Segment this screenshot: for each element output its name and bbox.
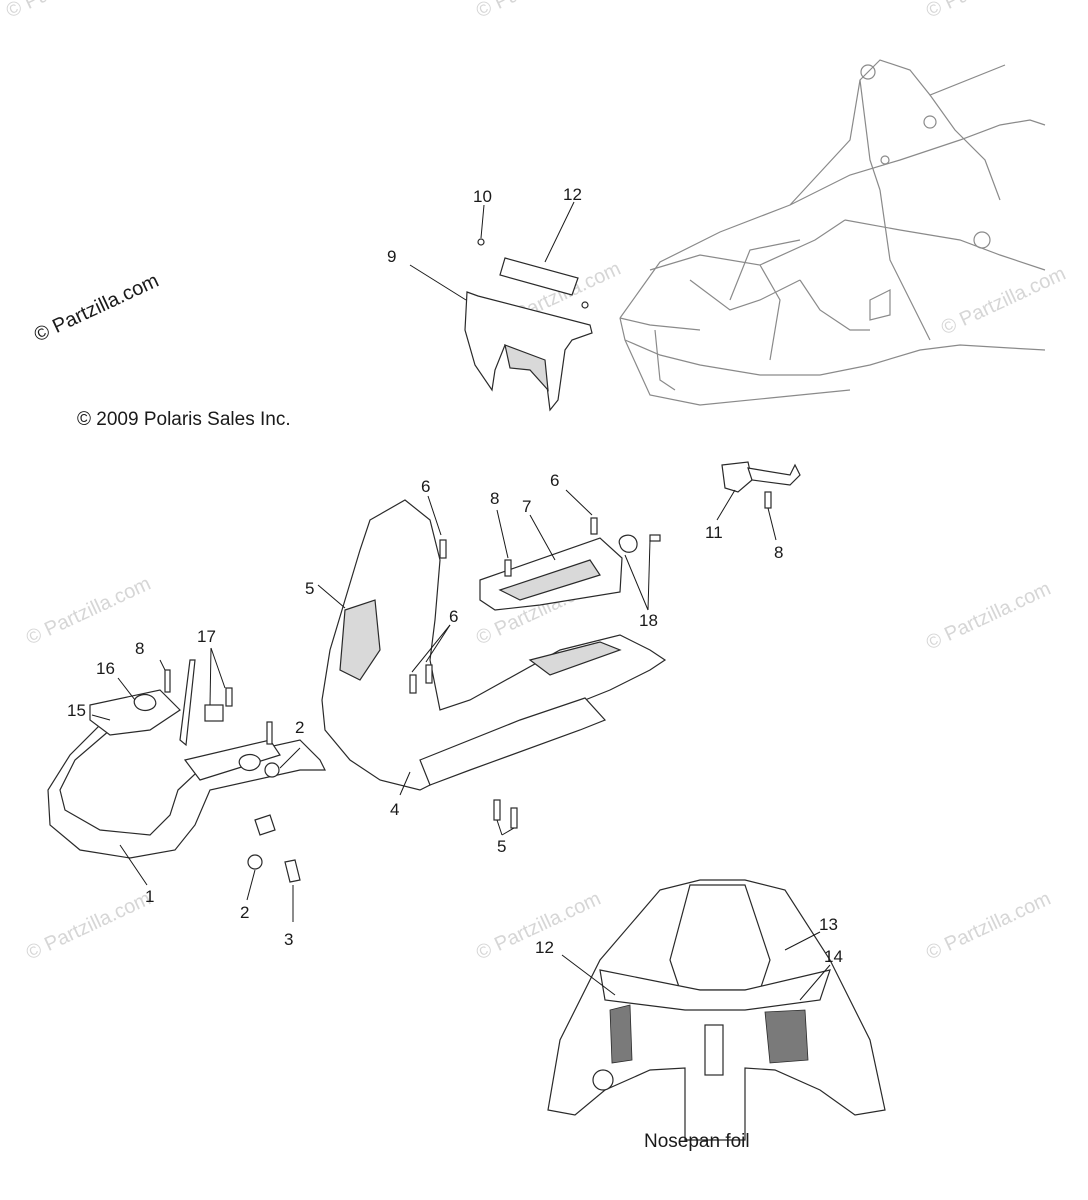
part-11-bracket (721, 461, 801, 509)
callout-8: 8 (774, 543, 783, 562)
callout-18: 18 (639, 611, 658, 630)
callout-4: 4 (390, 800, 399, 819)
callout-14: 14 (824, 947, 843, 966)
callout-5: 5 (497, 837, 506, 856)
watermark: © Partzilla.com (473, 0, 604, 23)
callout-8: 8 (135, 639, 144, 658)
bumper-assembly (47, 659, 326, 883)
chassis-frame (619, 59, 1046, 406)
callout-6: 6 (421, 477, 430, 496)
inset-caption: Nosepan foil (644, 1131, 750, 1152)
callout-1: 1 (145, 887, 154, 906)
callout-12: 12 (563, 185, 582, 204)
callout-12: 12 (535, 938, 554, 957)
part-9-cover (464, 238, 593, 412)
nosepan-foil-inset (547, 879, 886, 1141)
callout-5: 5 (305, 579, 314, 598)
callout-6: 6 (550, 471, 559, 490)
copyright-notice: © 2009 Polaris Sales Inc. (77, 409, 291, 430)
callout-16: 16 (96, 659, 115, 678)
watermark: © Partzilla.com (923, 0, 1054, 23)
callout-17: 17 (197, 627, 216, 646)
callout-3: 3 (284, 930, 293, 949)
callout-2: 2 (295, 718, 304, 737)
watermark: © Partzilla.com (3, 0, 134, 23)
callout-13: 13 (819, 915, 838, 934)
callout-2: 2 (240, 903, 249, 922)
background-watermarks: © Partzilla.com © Partzilla.com © Partzi… (3, 0, 1069, 965)
callout-8: 8 (490, 489, 499, 508)
callout-7: 7 (522, 497, 531, 516)
leader-lines (91, 201, 831, 1001)
brand-watermark: © Partzilla.com (31, 270, 162, 347)
callout-6: 6 (449, 607, 458, 626)
watermark: © Partzilla.com (938, 263, 1069, 340)
watermark: © Partzilla.com (923, 578, 1054, 655)
watermark: © Partzilla.com (23, 573, 154, 650)
callout-10: 10 (473, 187, 492, 206)
watermark: © Partzilla.com (23, 888, 154, 965)
watermark: © Partzilla.com (923, 888, 1054, 965)
part-4-nosepan (321, 499, 667, 829)
callout-15: 15 (67, 701, 86, 720)
callout-9: 9 (387, 247, 396, 266)
callout-labels: 1 2 2 3 4 5 5 6 6 6 7 8 8 8 9 10 11 12 1… (67, 185, 843, 966)
callout-11: 11 (705, 523, 723, 542)
